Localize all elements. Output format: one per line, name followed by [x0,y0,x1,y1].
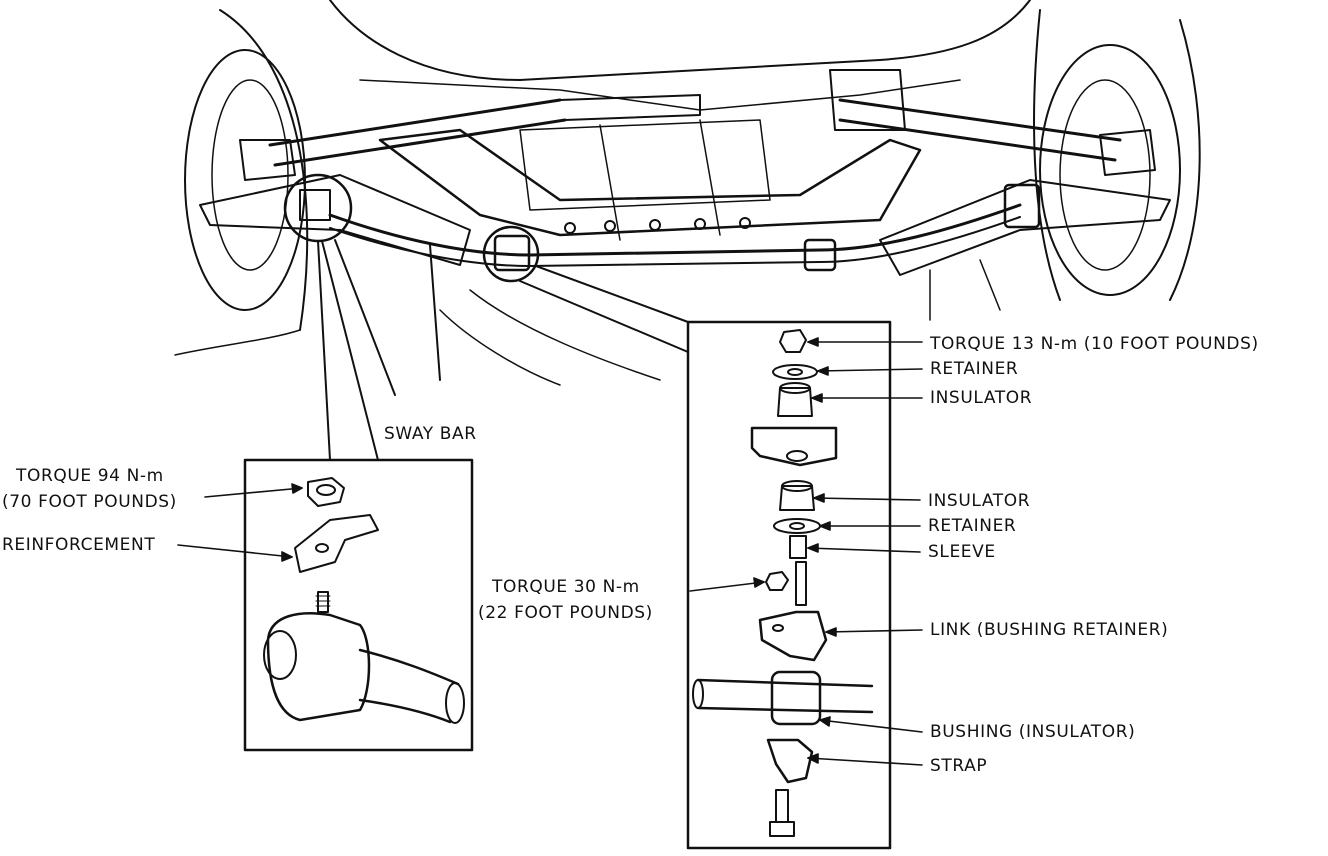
label-bushing: BUSHING (INSULATOR) [930,722,1136,742]
label-left-torque-line1: TORQUE 94 N-m [16,466,164,486]
link-bracket [758,610,828,662]
label-sleeve: SLEEVE [928,542,996,562]
label-insulator-top: INSULATOR [930,388,1033,408]
sway-bar-shaft [328,203,1022,257]
callout-circle-center [482,225,540,283]
leader-lines [177,337,923,766]
label-mid-torque-line1: TORQUE 30 N-m [492,577,640,597]
label-retainer-lower: RETAINER [928,516,1017,536]
label-sway-bar: SWAY BAR [384,424,477,444]
right-wheel [1039,44,1181,296]
bushing-shape [770,670,822,726]
left-detail-box [243,458,474,752]
right-detail-box [686,320,892,850]
strap-shape [766,738,814,784]
label-mid-torque-line2: (22 FOOT POUNDS) [478,603,653,623]
label-retainer-top: RETAINER [930,359,1019,379]
label-link: LINK (BUSHING RETAINER) [930,620,1169,640]
top-nut-icon [779,329,807,353]
chassis-underside [174,0,1201,396]
label-reinforcement: REINFORCEMENT [2,535,156,555]
label-insulator-lower: INSULATOR [928,491,1031,511]
mount-plate [750,426,838,467]
label-strap: STRAP [930,756,988,776]
label-left-torque-line2: (70 FOOT POUNDS) [2,492,177,512]
crossmember [378,128,922,237]
nut-icon [307,477,345,507]
label-top-torque: TORQUE 13 N-m (10 FOOT POUNDS) [930,334,1259,354]
mount-housing [266,612,371,722]
reinforcement-bracket [294,514,379,573]
callout-circle-left [283,173,353,243]
